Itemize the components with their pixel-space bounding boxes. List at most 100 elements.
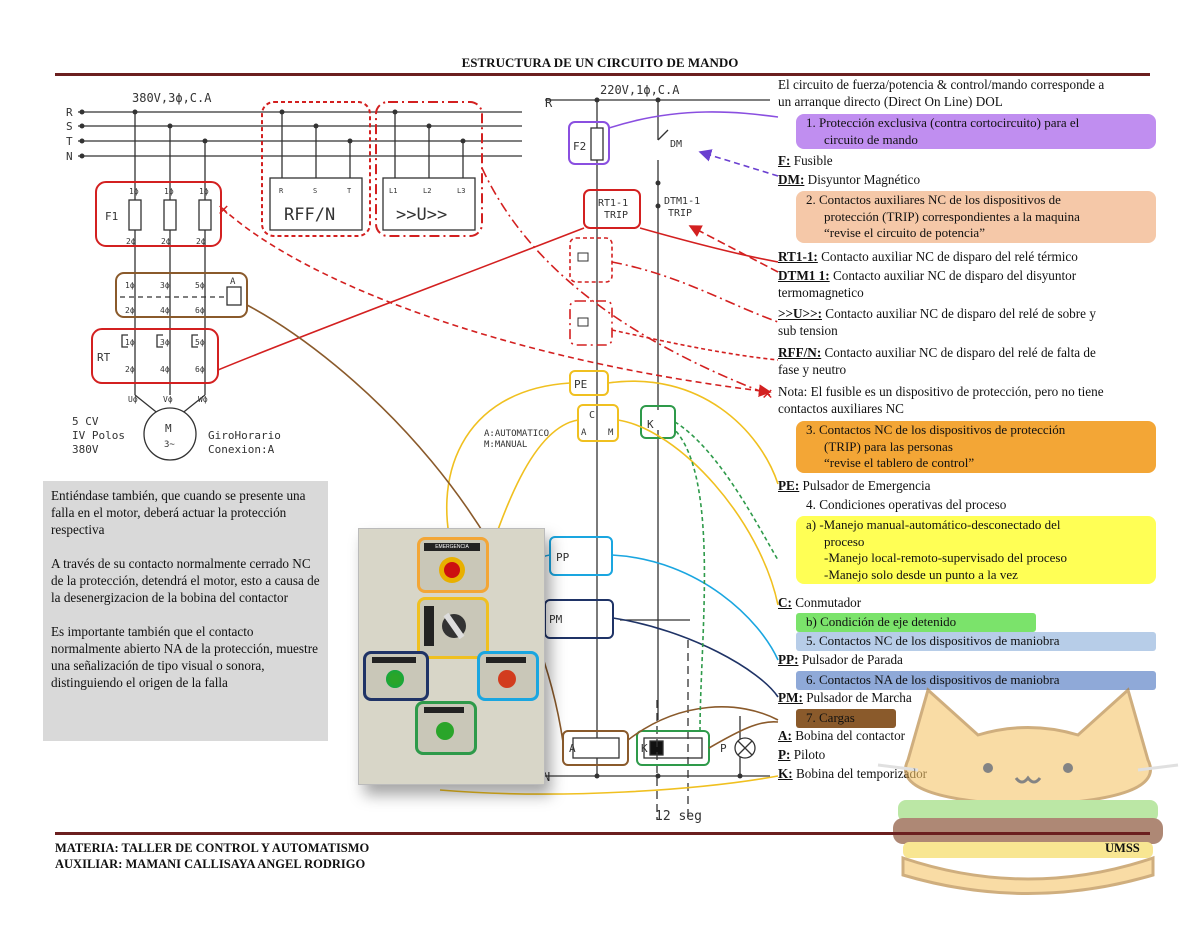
legend-c: C: Conmutador (778, 595, 862, 610)
note-item-3-line: 3. Contactos NC de los dispositivos de p… (806, 422, 1066, 437)
legend-k: K: Bobina del temporizador (778, 766, 928, 781)
stop-button[interactable] (498, 670, 516, 688)
pp-label: PP (556, 551, 570, 564)
motor-sub-label: 3~ (164, 440, 175, 450)
dtm-trip: TRIP (668, 208, 692, 219)
c-frame (577, 404, 619, 442)
contactor-frame (115, 272, 248, 318)
start-plate (372, 657, 416, 663)
control-circuit (545, 99, 770, 820)
note-item-4b: b) Condición de eje detenido (796, 613, 1036, 632)
pe-label: PE (574, 378, 587, 391)
pp-frame (549, 536, 613, 576)
selector-legend-m: M:MANUAL (484, 440, 527, 450)
emergency-label: EMERGENCIA (424, 543, 480, 551)
motor-conn: GiroHorario (208, 429, 281, 442)
fuse-f1-frame (95, 181, 222, 247)
control-line-r: R (545, 96, 553, 110)
pm-label: PM (549, 613, 563, 626)
contactor-terminal: 1ϕ (125, 281, 135, 290)
explanation-paragraph: A través de su contacto normalmente cerr… (51, 556, 320, 605)
emergency-stop-button[interactable] (444, 562, 460, 578)
title-rule (55, 73, 1150, 76)
link-k-contact (674, 421, 779, 561)
contactor-terminal: 5ϕ (195, 281, 205, 290)
link-rt11 (639, 227, 779, 263)
rt11-trip: TRIP (604, 210, 628, 221)
link-c (617, 419, 779, 606)
coil-a-frame (562, 730, 629, 766)
contactor-terminal: 3ϕ (160, 281, 170, 290)
legend-rt11: RT1-1: Contacto auxiliar NC de disparo d… (778, 249, 1078, 264)
note-item-4: 4. Condiciones operativas del proceso (806, 497, 1007, 512)
link-uv-power (481, 167, 771, 396)
legend-uv: >>U>>: Contacto auxiliar NC de disparo d… (778, 306, 1096, 321)
legend-pp: PP: Pulsador de Parada (778, 652, 903, 667)
relay-terminal: 3ϕ (160, 338, 170, 347)
note-fuse-cont: contactos auxiliares NC (778, 401, 904, 416)
link-a (627, 706, 779, 741)
intro-line: El circuito de fuerza/potencia & control… (778, 77, 1105, 92)
note-item-4a-line: proceso (824, 533, 865, 549)
contactor-terminal: 6ϕ (195, 306, 205, 315)
note-item-1-line: 1. Protección exclusiva (contra cortocir… (806, 115, 1080, 130)
link-f2 (608, 111, 779, 129)
fuse-terminal: 1ϕ (199, 187, 209, 196)
selector-m: M (608, 428, 614, 438)
relay-terminal: 5ϕ (195, 338, 205, 347)
motor-spec: 5 CV (72, 415, 99, 428)
selector-switch-frame (417, 597, 489, 659)
fuse-terminal: 2ϕ (126, 237, 136, 246)
rff-terminal: R (279, 187, 284, 195)
legend-uv-cont: sub tension (778, 323, 838, 338)
power-supply-label: 380V,3ϕ,C.A (132, 91, 212, 105)
rt11-label: RT1-1 (598, 198, 628, 209)
relay-terminal: 2ϕ (125, 365, 135, 374)
note-x-icon: ✕ (762, 383, 773, 404)
legend-dtm: DTM1 1: Contacto auxiliar NC de disparo … (778, 268, 1077, 283)
uv-terminal: L1 (389, 187, 397, 195)
burger-cat-watermark (877, 687, 1179, 895)
note-item-2-line: 2. Contactos auxiliares NC de los dispos… (806, 192, 1061, 207)
uv-contact-frame (569, 300, 613, 346)
motor-terminal: Uϕ (128, 395, 138, 404)
contactor-terminal: 4ϕ (160, 306, 170, 315)
note-item-4a-line: -Manejo solo desde un punto a la vez (824, 566, 1018, 582)
pilot-light (436, 722, 454, 740)
link-rff (611, 261, 779, 323)
footer-subject: MATERIA: TALLER DE CONTROL Y AUTOMATISMO (55, 841, 370, 855)
note-item-3-line: “revise el tablero de control” (824, 455, 975, 470)
note-item-2: 2. Contactos auxiliares NC de los dispos… (796, 191, 1156, 243)
stop-button-frame (477, 651, 539, 701)
fuse-terminal: 2ϕ (161, 237, 171, 246)
rff-label: RFF/N (284, 205, 335, 225)
uv-terminal: L3 (457, 187, 465, 195)
legend-pe: PE: Pulsador de Emergencia (778, 478, 931, 493)
coil-a-label: A (569, 742, 576, 755)
link-uv (611, 329, 779, 361)
f2-frame (568, 121, 610, 165)
dm-label: DM (670, 139, 682, 150)
control-supply-label: 220V,1ϕ,C.A (600, 83, 680, 97)
note-item-7: 7. Cargas (796, 709, 896, 728)
phase-n-label: N (66, 150, 73, 163)
motor-terminal: Wϕ (198, 395, 208, 404)
note-item-4a-line: -Manejo local-remoto-supervisado del pro… (824, 550, 1067, 565)
motor-spec: 380V (72, 443, 99, 456)
page-title: ESTRUCTURA DE UN CIRCUITO DE MANDO (461, 55, 739, 70)
explanation-box: Entiéndase también, que cuando se presen… (43, 481, 328, 741)
motor-conn: Conexion:A (208, 443, 275, 456)
relay-frame (91, 328, 219, 384)
legend-f: F: Fusible (778, 153, 833, 168)
intro-line: un arranque directo (Direct On Line) DOL (778, 94, 1003, 109)
link-k (708, 720, 779, 749)
fuse-terminal: 2ϕ (196, 237, 206, 246)
fuse-f1-label: F1 (105, 210, 118, 223)
link-k-coil (674, 429, 706, 732)
explanation-paragraph: Entiéndase también, que cuando se presen… (51, 488, 306, 537)
relay-terminal: 4ϕ (160, 365, 170, 374)
start-button[interactable] (386, 670, 404, 688)
legend-dm: DM: Disyuntor Magnético (778, 172, 921, 187)
link-rt-power (217, 227, 585, 371)
